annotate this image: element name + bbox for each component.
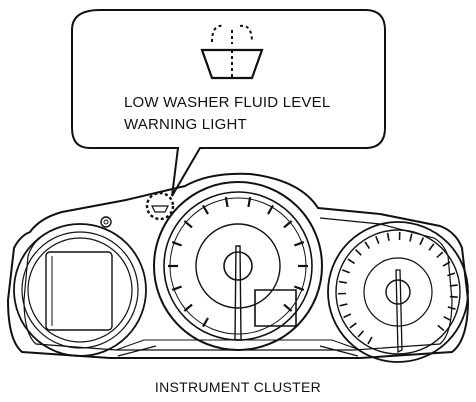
- gauge-tick: [283, 303, 293, 312]
- gauge-tick: [443, 315, 452, 322]
- gauge-tick: [357, 330, 365, 338]
- tachometer: [153, 181, 323, 351]
- gauge-tick: [347, 258, 355, 265]
- callout-label-line2: WARNING LIGHT: [124, 116, 247, 133]
- warning-light-location: [145, 191, 175, 221]
- gauge-tick: [283, 220, 293, 229]
- gauge-tick: [202, 317, 209, 328]
- gauge-tick: [183, 303, 193, 312]
- gauge-tick: [355, 249, 362, 256]
- gauge-tick: [364, 241, 371, 249]
- gauge-tick: [224, 196, 229, 208]
- cluster-housing: [6, 172, 470, 359]
- gauge-tick: [343, 313, 352, 319]
- gauge-tick: [386, 232, 390, 241]
- gauge-tick: [339, 303, 348, 307]
- cluster-inner-rim: [23, 217, 453, 351]
- callout-label: LOW WASHER FLUID LEVEL WARNING LIGHT: [124, 92, 330, 136]
- gauge-tick: [442, 261, 451, 267]
- gauge-tick: [338, 280, 347, 284]
- speedometer: [327, 221, 469, 363]
- indicator-dot: [100, 216, 112, 228]
- gauge-tick: [247, 196, 252, 208]
- gauge-tick: [447, 272, 456, 277]
- gauge-tick: [349, 322, 357, 329]
- gauge-tick: [375, 235, 380, 244]
- gauge-tick: [294, 285, 305, 291]
- gauge-tick: [367, 336, 373, 345]
- gauge-tick: [171, 241, 182, 247]
- diagram-caption: INSTRUMENT CLUSTER: [154, 379, 322, 395]
- gauge-tick: [419, 237, 425, 246]
- gauge-tick: [341, 269, 350, 274]
- gauge-tick: [409, 233, 413, 242]
- gauge-tick: [449, 284, 458, 287]
- left-gauge: [13, 223, 147, 357]
- gauge-tick: [437, 324, 445, 332]
- gauge-tick: [267, 204, 274, 215]
- gauge-tick: [428, 243, 435, 251]
- gauge-tick: [202, 204, 209, 215]
- washer-fluid-warning-icon: [200, 24, 264, 80]
- callout-label-line1: LOW WASHER FLUID LEVEL: [124, 94, 331, 111]
- gauge-tick: [183, 220, 193, 229]
- gauge-tick: [449, 295, 458, 299]
- gauge-tick: [171, 285, 182, 291]
- gauge-tick: [436, 251, 444, 259]
- gauge-tick: [294, 241, 305, 247]
- gauge-tick: [447, 306, 456, 310]
- callout-bubble: [71, 9, 386, 197]
